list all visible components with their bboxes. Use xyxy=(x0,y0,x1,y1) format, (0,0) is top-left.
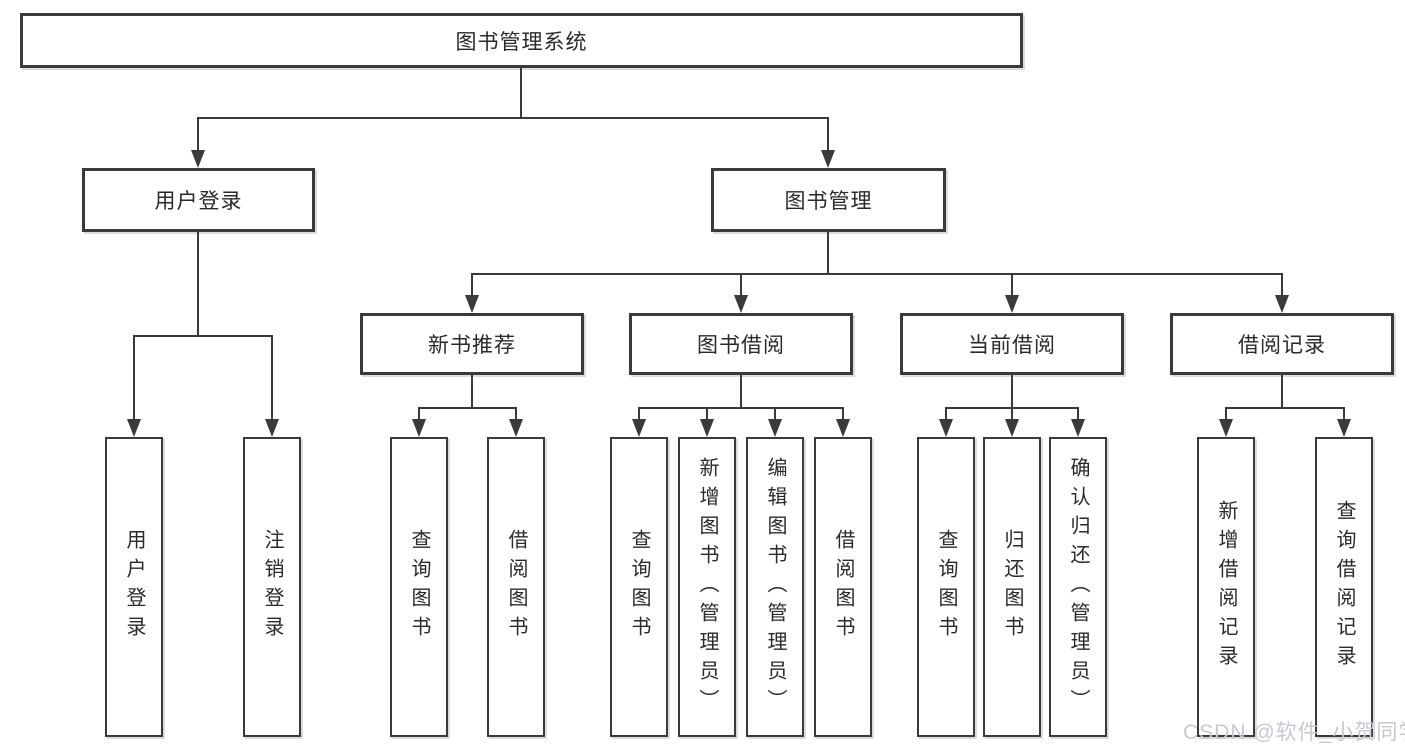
leaf-current-return-label: 归还图书 xyxy=(1001,529,1023,645)
leaf-borrow-query-label: 查询图书 xyxy=(628,529,650,645)
connector-line xyxy=(471,273,1283,275)
connector-line xyxy=(1077,407,1079,421)
leaf-records-add: 新增借阅记录 xyxy=(1197,437,1255,737)
connector-line xyxy=(827,117,829,153)
connector-line xyxy=(1011,273,1013,297)
leaf-current-return: 归还图书 xyxy=(983,437,1041,737)
arrowhead-icon xyxy=(700,419,714,437)
arrowhead-icon xyxy=(465,295,479,313)
connector-line xyxy=(133,335,273,337)
node-module-borrow-records-label: 借阅记录 xyxy=(1238,334,1326,357)
connector-line xyxy=(197,232,199,337)
leaf-borrow-edit-admin-label: 编辑图书（管理员） xyxy=(764,456,786,718)
node-module-book-borrow: 图书借阅 xyxy=(629,313,853,375)
arrowhead-icon xyxy=(509,419,523,437)
arrowhead-icon xyxy=(768,419,782,437)
arrowhead-icon xyxy=(632,419,646,437)
leaf-current-query: 查询图书 xyxy=(917,437,975,737)
leaf-logout-label: 注销登录 xyxy=(261,529,283,645)
connector-line xyxy=(471,375,473,409)
connector-line xyxy=(197,117,199,153)
connector-line xyxy=(471,273,473,297)
connector-line xyxy=(520,68,522,119)
connector-line xyxy=(1343,407,1345,421)
arrowhead-icon xyxy=(191,150,205,168)
connector-line xyxy=(638,407,640,421)
node-system-root-label: 图书管理系统 xyxy=(455,30,588,54)
connector-line xyxy=(706,407,708,421)
node-module-new-books-label: 新书推荐 xyxy=(428,334,516,357)
connector-line xyxy=(515,407,517,421)
node-user-login: 用户登录 xyxy=(82,168,315,232)
arrowhead-icon xyxy=(1337,419,1351,437)
node-module-current-borrow-label: 当前借阅 xyxy=(968,334,1056,357)
node-book-management: 图书管理 xyxy=(711,168,946,232)
node-module-book-borrow-label: 图书借阅 xyxy=(697,334,785,357)
connector-line xyxy=(1281,375,1283,409)
arrowhead-icon xyxy=(821,150,835,168)
leaf-newbooks-query-label: 查询图书 xyxy=(408,529,430,645)
leaf-newbooks-borrow: 借阅图书 xyxy=(487,437,545,737)
node-module-current-borrow: 当前借阅 xyxy=(900,313,1124,375)
arrowhead-icon xyxy=(1275,295,1289,313)
connector-line xyxy=(1281,273,1283,297)
arrowhead-icon xyxy=(1071,419,1085,437)
leaf-current-query-label: 查询图书 xyxy=(935,529,957,645)
node-module-new-books: 新书推荐 xyxy=(360,313,584,375)
leaf-current-confirm-admin-label: 确认归还（管理员） xyxy=(1067,456,1089,718)
connector-line xyxy=(827,232,829,275)
leaf-borrow-add-admin: 新增图书（管理员） xyxy=(678,437,736,737)
arrowhead-icon xyxy=(939,419,953,437)
connector-line xyxy=(1225,407,1345,409)
arrowhead-icon xyxy=(265,419,279,437)
arrowhead-icon xyxy=(412,419,426,437)
arrowhead-icon xyxy=(734,295,748,313)
leaf-user-login: 用户登录 xyxy=(105,437,163,737)
connector-line xyxy=(418,407,420,421)
connector-line xyxy=(197,117,829,119)
node-user-login-label: 用户登录 xyxy=(154,190,243,213)
leaf-user-login-label: 用户登录 xyxy=(123,529,145,645)
arrowhead-icon xyxy=(836,419,850,437)
leaf-logout: 注销登录 xyxy=(243,437,301,737)
leaf-borrow-edit-admin: 编辑图书（管理员） xyxy=(746,437,804,737)
leaf-newbooks-query: 查询图书 xyxy=(390,437,448,737)
connector-line xyxy=(1011,407,1013,421)
connector-line xyxy=(740,273,742,297)
leaf-records-query-label: 查询借阅记录 xyxy=(1333,500,1355,674)
connector-line xyxy=(740,375,742,409)
leaf-borrow-add-admin-label: 新增图书（管理员） xyxy=(696,456,718,718)
connector-line xyxy=(774,407,776,421)
node-book-management-label: 图书管理 xyxy=(784,190,873,213)
node-system-root: 图书管理系统 xyxy=(20,13,1023,68)
arrowhead-icon xyxy=(1219,419,1233,437)
connector-line xyxy=(638,407,844,409)
csdn-watermark: CSDN @软件_小贺同学 xyxy=(1183,721,1405,744)
connector-line xyxy=(842,407,844,421)
leaf-borrow-borrow: 借阅图书 xyxy=(814,437,872,737)
connector-line xyxy=(1225,407,1227,421)
arrowhead-icon xyxy=(1005,295,1019,313)
connector-line xyxy=(1011,375,1013,409)
connector-line xyxy=(133,335,135,421)
leaf-records-add-label: 新增借阅记录 xyxy=(1215,500,1237,674)
connector-line xyxy=(418,407,517,409)
connector-line xyxy=(945,407,947,421)
leaf-newbooks-borrow-label: 借阅图书 xyxy=(505,529,527,645)
arrowhead-icon xyxy=(1005,419,1019,437)
connector-line xyxy=(271,335,273,421)
leaf-borrow-query: 查询图书 xyxy=(610,437,668,737)
leaf-current-confirm-admin: 确认归还（管理员） xyxy=(1049,437,1107,737)
arrowhead-icon xyxy=(127,419,141,437)
node-module-borrow-records: 借阅记录 xyxy=(1170,313,1394,375)
leaf-records-query: 查询借阅记录 xyxy=(1315,437,1373,737)
leaf-borrow-borrow-label: 借阅图书 xyxy=(832,529,854,645)
